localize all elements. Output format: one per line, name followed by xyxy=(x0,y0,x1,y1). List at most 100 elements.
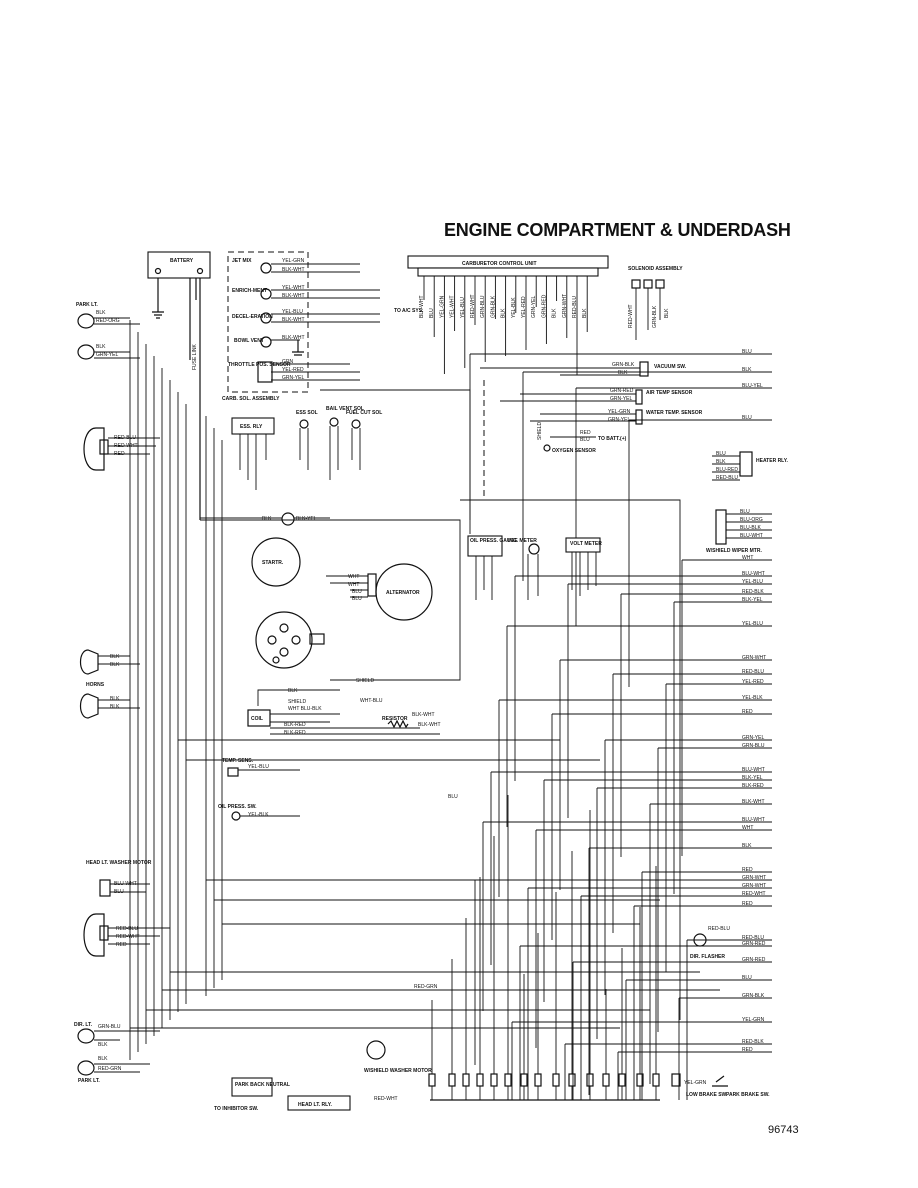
air-temp-sensor xyxy=(635,389,643,405)
heater-relay xyxy=(739,451,753,477)
coil-wire-5: BLK-RED xyxy=(284,730,306,736)
right-wire-label: YEL-RED xyxy=(742,679,764,685)
oil-press-sw-label: OIL PRESS. SW. xyxy=(218,804,257,810)
right-wire-label: BLK-WHT xyxy=(742,799,765,805)
park-lt-label: PARK LT. xyxy=(76,302,98,308)
wiper-mtr-label: W/SHIELD WIPER MTR. xyxy=(706,548,762,554)
alternator-label: ALTERNATOR xyxy=(386,590,420,596)
carb-pin-label: GRN-BLK xyxy=(490,295,496,318)
right-wire-label: RED-BLK xyxy=(742,1039,764,1045)
fuse xyxy=(504,1073,512,1087)
resistor-wire-1: BLK-WHT xyxy=(412,712,435,718)
coil-wire-3: WHT BLU-BLK xyxy=(288,706,322,712)
fuse xyxy=(586,1073,594,1087)
water-temp-sensor xyxy=(635,409,643,425)
solenoid-assembly-label: SOLENOID ASSEMBLY xyxy=(628,266,683,272)
park-lt-wire-b1: BLK xyxy=(96,344,106,350)
oil-press-gauge-label: OIL PRESS. GAUGE xyxy=(470,538,518,544)
dir-lt-wire-1: GRN-BLU xyxy=(98,1024,121,1030)
jet-mix-label: JET MIX xyxy=(232,258,252,264)
right-wire-label: GRN-BLK xyxy=(742,993,765,999)
water-temp-wires xyxy=(530,413,636,422)
enrichment-label: ENRICH-MENT xyxy=(232,288,267,294)
battery-feeds xyxy=(189,278,201,520)
heater-wire-label: BLU xyxy=(716,451,726,457)
distributor-pickup xyxy=(309,633,325,645)
solenoid-wire-3: BLK xyxy=(664,308,670,318)
park-lt2-label: PARK LT. xyxy=(78,1078,100,1084)
park-lt2-wire-2: RED-GRN xyxy=(98,1066,122,1072)
wshield-washer-motor xyxy=(366,1040,386,1060)
alt-wire-3: BLU xyxy=(352,589,362,595)
horn-wire-2: BLK xyxy=(110,662,120,668)
carb-pin-label: BLK xyxy=(501,308,507,318)
carb-pin-label: BLK xyxy=(552,308,558,318)
fuse xyxy=(602,1073,610,1087)
to-ac-label: TO A/C SYS. xyxy=(394,308,424,314)
carb-pin-label: GRN-RED xyxy=(541,294,547,318)
throttle-wire-1: GRN xyxy=(282,359,294,365)
decel-wire-1: YEL-BLU xyxy=(282,309,303,315)
horn-wires xyxy=(98,655,140,709)
park-lt2-wire-1: BLK xyxy=(98,1056,108,1062)
throttle-wire-3: GRN-YEL xyxy=(282,375,304,381)
temp-sensor xyxy=(227,767,239,777)
alternator-wires xyxy=(326,575,368,598)
horn-top xyxy=(79,649,99,675)
bail-vent-label: BAIL VENT SOL xyxy=(326,406,364,412)
wiper-wire-label: BLU-ORG xyxy=(740,517,763,523)
solenoid-wire-2: GRN-BLK xyxy=(652,305,658,328)
heater-rly-label: HEATER RLY. xyxy=(756,458,789,464)
batt-wire-2: BLU xyxy=(580,437,590,443)
carb-pin-label: GRN-YEL xyxy=(531,296,537,318)
right-wire-label: RED xyxy=(742,1047,753,1053)
carb-pin-label: RED-BLU xyxy=(572,296,578,318)
headlamp-wire-b3: RED xyxy=(116,942,127,948)
fuse xyxy=(490,1073,498,1087)
headlamp-top-wires xyxy=(108,437,160,455)
headlamp-bottom-wires xyxy=(108,927,170,945)
resistor-label: RESISTOR xyxy=(382,716,408,722)
park-lt-bulb-b xyxy=(77,344,95,360)
headlamp-top xyxy=(83,427,105,471)
whit-blu-label: WHT-BLU xyxy=(360,698,383,704)
ess-relay-wires xyxy=(239,434,267,490)
horn-wire-1: BLK xyxy=(110,654,120,660)
coil-label: COIL xyxy=(251,716,263,722)
oxygen-sensor xyxy=(543,444,551,452)
fuel-cut-label: FUEL CUT SOL xyxy=(346,410,382,416)
carb-pin-label: GRN-BLU xyxy=(480,295,486,318)
water-temp-label: WATER TEMP. SENSOR xyxy=(646,410,703,416)
right-wire-label: GRN-YEL xyxy=(742,735,764,741)
dir-lt-wires xyxy=(94,1030,160,1041)
distributor-terminals xyxy=(267,623,301,664)
vacuum-sw-label: VACUUM SW. xyxy=(654,364,687,370)
ess-relay xyxy=(231,417,275,435)
carb-pin-label: BLU xyxy=(429,308,435,318)
solenoid-wire-1: RED-WHT xyxy=(628,304,634,328)
enrich-wire-1: YEL-WHT xyxy=(282,285,305,291)
right-wire-label: RED-BLU xyxy=(742,935,764,941)
carb-pin-label: BLK xyxy=(582,308,588,318)
right-wire-label: RED xyxy=(742,867,753,873)
starter-motor xyxy=(251,537,301,587)
to-inhibitor-label: TO INHIBITOR SW. xyxy=(214,1106,259,1112)
carb-control-label: CARBURETOR CONTROL UNIT xyxy=(462,261,537,267)
solenoid-assembly xyxy=(631,279,665,340)
bowl-ground xyxy=(292,340,304,356)
throttle-pos-label: THROTTLE POS. SENSOR xyxy=(228,362,291,368)
fuse-row xyxy=(428,795,660,1101)
deceleration-label: DECEL-ERATION xyxy=(232,314,273,320)
temp-sens-label: TEMP. SENS. xyxy=(222,758,254,764)
head-lt-rly-label: HEAD LT. RLY. xyxy=(298,1102,333,1108)
vacuum-switch xyxy=(639,361,649,377)
bowl-wire-1: BLK-WHT xyxy=(282,335,305,341)
park-brake-switch xyxy=(712,1075,728,1087)
water-temp-wire-2: GRN-YEL xyxy=(608,417,630,423)
resistor-wire-2: BLK-WHT xyxy=(418,722,441,728)
temp-sens-wire: YEL-BLU xyxy=(248,764,269,770)
inc-meter-label: INC. METER xyxy=(508,538,537,544)
